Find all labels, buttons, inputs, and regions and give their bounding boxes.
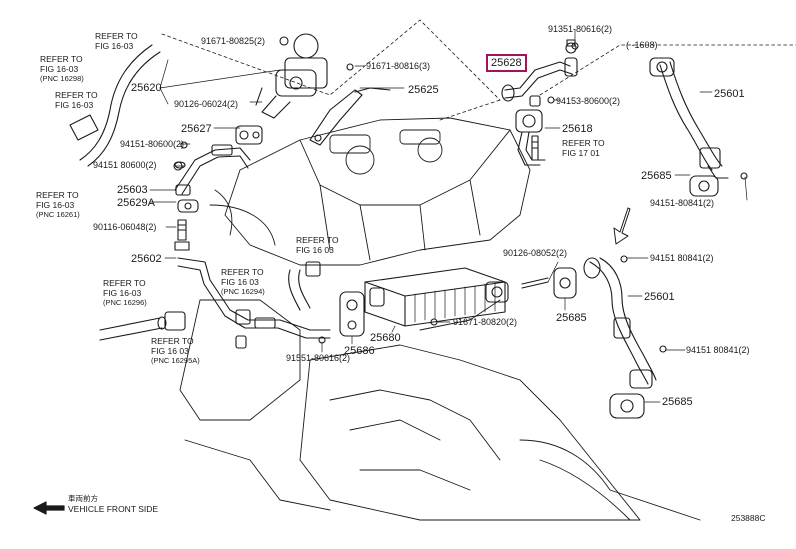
gasket-25629A bbox=[177, 199, 199, 213]
front-side-label-jp: 車両前方 bbox=[68, 494, 98, 503]
callout-25628-highlighted[interactable]: 25628 bbox=[486, 54, 527, 72]
callout-25601-top[interactable]: 25601 bbox=[714, 88, 745, 100]
hose-lower-left bbox=[99, 311, 186, 341]
gasket-25627 bbox=[235, 125, 263, 145]
callout-25680[interactable]: 25680 bbox=[370, 332, 401, 344]
partno-94151-80841-top[interactable]: 94151-80841(2) bbox=[650, 198, 715, 208]
partno-91671-80825[interactable]: 91671-80825(2) bbox=[201, 36, 266, 46]
partno-94151-80600-c[interactable]: 94153-80600(2) bbox=[556, 96, 621, 106]
gasket-25686 bbox=[339, 291, 365, 337]
engine-block-outline bbox=[179, 117, 701, 521]
egr-valve-25618 bbox=[515, 95, 546, 166]
egr-pipe-25603 bbox=[174, 144, 251, 196]
callout-25618[interactable]: 25618 bbox=[562, 123, 593, 135]
front-arrow-icon bbox=[33, 501, 65, 515]
partno-90126-06024[interactable]: 90126-06024(2) bbox=[174, 99, 239, 109]
partno-91351-80616[interactable]: 91351-80616(2) bbox=[548, 24, 613, 34]
gasket-25685-top bbox=[689, 175, 719, 197]
hose-center bbox=[288, 261, 321, 311]
callout-25625[interactable]: 25625 bbox=[408, 84, 439, 96]
callout-25685-mid[interactable]: 25685 bbox=[556, 312, 587, 324]
callout-25685-bot[interactable]: 25685 bbox=[662, 396, 693, 408]
partno-94151-80600-b[interactable]: 94151 80600(2) bbox=[93, 160, 157, 170]
egr-valve-25620 bbox=[261, 33, 328, 119]
date-range-note: ( -1608) bbox=[626, 40, 658, 50]
callout-25627[interactable]: 25627 bbox=[181, 123, 212, 135]
partno-94151-80841-mid[interactable]: 94151 80841(2) bbox=[650, 253, 714, 263]
callout-25603[interactable]: 25603 bbox=[117, 184, 148, 196]
partno-94151-80841-low[interactable]: 94151 80841(2) bbox=[686, 345, 750, 355]
stud-90116 bbox=[174, 219, 190, 251]
leader-lines bbox=[149, 29, 748, 403]
egr-cooler-25680 bbox=[364, 267, 509, 327]
hose-upper-left bbox=[69, 44, 161, 167]
egr-pipe-25601-top bbox=[649, 57, 729, 179]
callout-25686[interactable]: 25686 bbox=[344, 345, 375, 357]
egr-pipe-25628 bbox=[501, 39, 578, 102]
gasket-25685-mid bbox=[553, 267, 577, 299]
figure-code: 253888C bbox=[731, 513, 766, 523]
egr-pipe-25601-lower bbox=[583, 257, 657, 389]
partno-91671-80816[interactable]: 91671-80816(3) bbox=[366, 61, 431, 71]
callout-25620[interactable]: 25620 bbox=[131, 82, 162, 94]
callout-25601-mid[interactable]: 25601 bbox=[644, 291, 675, 303]
gasket-25685-bot bbox=[609, 393, 645, 419]
partno-94153-80600-a[interactable]: 94151-80600(2) bbox=[120, 139, 185, 149]
partno-90126-08052[interactable]: 90126-08052(2) bbox=[503, 248, 568, 258]
callout-25602[interactable]: 25602 bbox=[131, 253, 162, 265]
fastener-bolts bbox=[173, 36, 748, 353]
partno-91551-80616[interactable]: 91551-80616(2) bbox=[286, 353, 351, 363]
partno-90116-06048[interactable]: 90116-06048(2) bbox=[93, 222, 157, 232]
callout-25685-top[interactable]: 25685 bbox=[641, 170, 672, 182]
callout-25629A[interactable]: 25629A bbox=[117, 197, 155, 209]
partno-91671-80820[interactable]: 91671-80820(2) bbox=[453, 317, 518, 327]
bracket-25625 bbox=[309, 87, 391, 146]
egr-pipe-25602 bbox=[177, 257, 331, 349]
front-side-label: VEHICLE FRONT SIDE bbox=[68, 504, 159, 514]
dashed-group-lines bbox=[161, 19, 796, 121]
direction-arrow-down bbox=[613, 207, 631, 245]
